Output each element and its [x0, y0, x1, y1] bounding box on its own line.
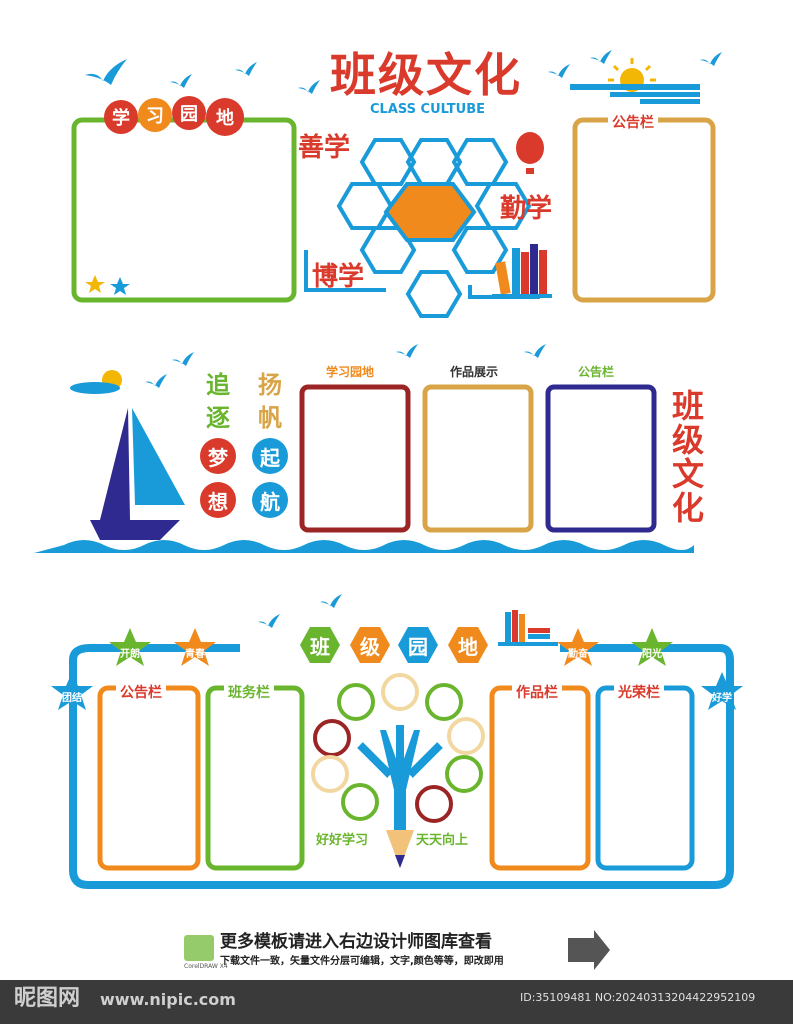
slogan-char: 梦 [200, 438, 236, 474]
star-label: 开朗 [120, 648, 140, 660]
title-char: 习 [138, 98, 172, 132]
footer-logo[interactable]: 昵图网 [14, 986, 81, 1011]
promo-subline: 下载文件一致，矢量文件分层可编辑，文字,颜色等等，即改即用 [220, 956, 504, 967]
promo-headline: 更多模板请进入右边设计师图库查看 [220, 932, 492, 952]
tree-slogan-left: 好好学习 [316, 833, 369, 848]
star-label: 勤奋 [568, 648, 588, 660]
title-char: 地 [206, 98, 244, 136]
board-title-notice-3: 公告栏 [116, 682, 166, 702]
right-board-title: 公告栏 [608, 112, 658, 132]
footer-bar [0, 980, 793, 1024]
star-label: 好学 [712, 692, 732, 704]
word-boxue: 博学 [312, 262, 365, 292]
slogan-char: 帆 [258, 404, 282, 432]
hex-title-char: 园 [408, 634, 428, 659]
footer-url[interactable]: www.nipic.com [100, 990, 236, 1009]
board-title-works: 作品展示 [450, 365, 499, 379]
slogan-char: 扬 [258, 371, 282, 399]
tree-slogan-right: 天天向上 [416, 833, 469, 848]
slogan-char: 起 [252, 438, 288, 474]
hex-title-char: 班 [310, 634, 330, 659]
title-char: 园 [172, 96, 206, 130]
side-title-char: 化 [672, 489, 705, 527]
word-shanxue: 善学 [298, 133, 351, 163]
side-title-char: 文 [672, 455, 705, 493]
side-title-char: 级 [672, 421, 705, 459]
board-title-notice: 公告栏 [578, 365, 615, 379]
board-title-study: 学习园地 [326, 365, 375, 379]
hex-title-char: 级 [360, 634, 380, 659]
board-title-honor: 光荣栏 [614, 682, 664, 702]
star-label: 阳光 [642, 648, 662, 660]
slogan-char: 想 [200, 482, 236, 518]
footer-id: ID:35109481 NO:20240313204422952109 [520, 991, 756, 1004]
slogan-char: 航 [252, 482, 288, 518]
side-title-char: 班 [672, 387, 705, 425]
software-label: CorelDRAW X4 [184, 963, 228, 970]
board-title-affairs: 班务栏 [224, 682, 274, 702]
word-qinxue: 勤学 [500, 194, 553, 224]
title-char: 学 [104, 100, 138, 134]
page-subtitle: CLASS CULTUBE [370, 102, 485, 117]
star-label: 团结 [62, 692, 82, 704]
page-title: 班级文化 [330, 48, 522, 102]
slogan-char: 追 [206, 371, 230, 399]
board-title-works-3: 作品栏 [512, 682, 562, 702]
slogan-char: 逐 [206, 404, 230, 432]
star-label: 青春 [185, 648, 205, 660]
hex-title-char: 地 [458, 634, 478, 659]
